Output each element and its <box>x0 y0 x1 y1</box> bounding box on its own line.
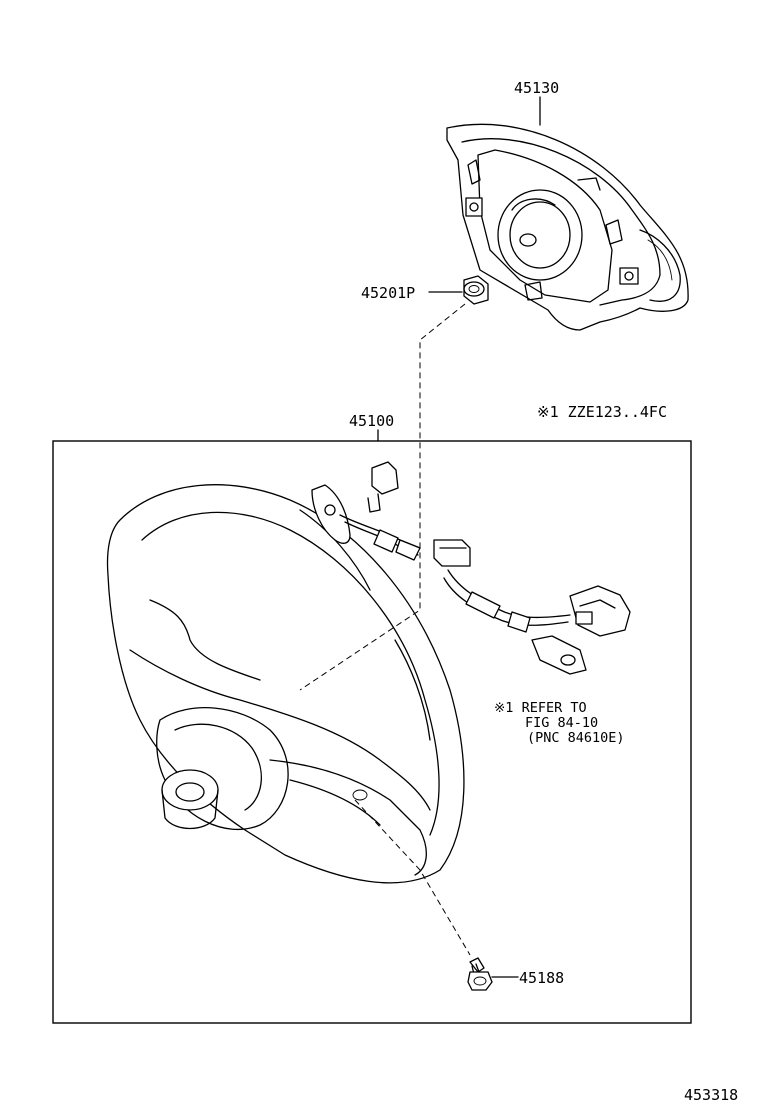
part-label-screw: 45188 <box>519 969 564 987</box>
steering-wheel-frame <box>52 440 692 1024</box>
switch-harness-illustration <box>311 461 631 675</box>
part-label-nut: 45201P <box>361 284 415 302</box>
figure-number: 453318 <box>684 1086 738 1104</box>
refer-note-line3: (PNC 84610E) <box>527 730 625 746</box>
steering-wheel-illustration <box>106 484 465 884</box>
part-label-steering-wheel: 45100 <box>349 412 394 430</box>
model-note: ※1 ZZE123..4FC <box>537 403 667 421</box>
refer-note-line1: ※1 REFER TO <box>494 700 587 716</box>
airbag-pad-illustration <box>446 123 689 331</box>
refer-note-line2: FIG 84-10 <box>525 715 598 731</box>
screw-illustration <box>467 957 493 991</box>
part-label-airbag-pad: 45130 <box>514 79 559 97</box>
nut-illustration <box>463 275 489 305</box>
